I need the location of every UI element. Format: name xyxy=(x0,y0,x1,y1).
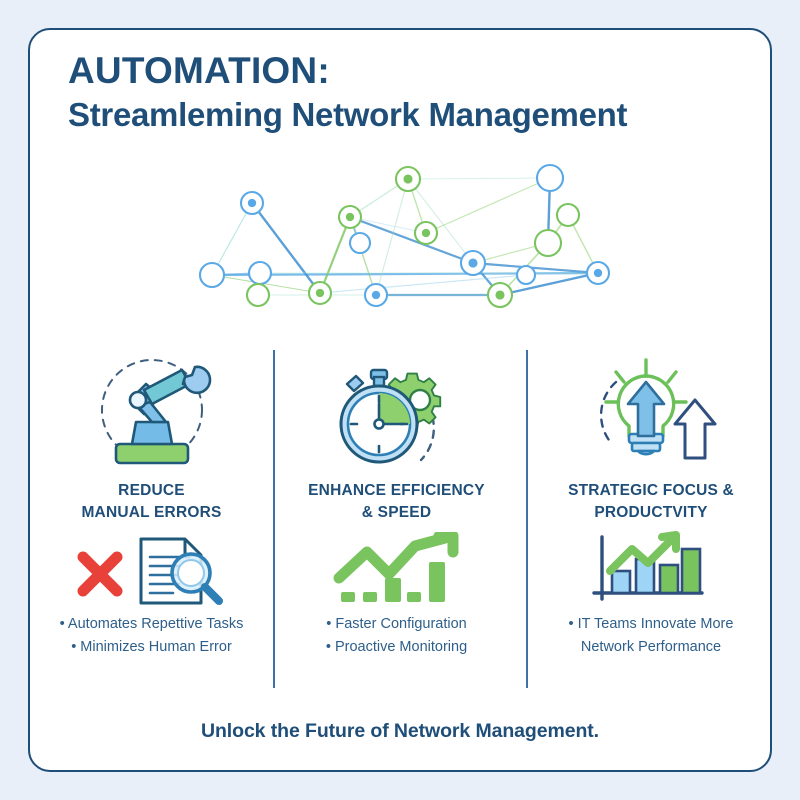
document-review-error-icon xyxy=(30,529,273,611)
network-svg xyxy=(198,163,611,309)
network-link xyxy=(348,215,475,265)
network-node xyxy=(533,228,563,258)
network-node xyxy=(198,261,226,289)
network-link xyxy=(349,216,427,234)
column-divider-left xyxy=(273,350,275,688)
growth-arrow-icon xyxy=(275,529,518,611)
network-topology-illustration xyxy=(190,155,620,320)
network-node-center xyxy=(421,228,431,238)
column-heading: REDUCE MANUAL ERRORS xyxy=(30,480,273,525)
column-reduce-manual-errors: REDUCE MANUAL ERRORS xyxy=(30,350,273,660)
column-divider-right xyxy=(526,350,528,688)
page-title-primary: AUTOMATION: xyxy=(68,50,330,91)
list-item: • Faster Configuration xyxy=(326,615,467,632)
bullet-list: • IT Teams Innovate More Network Perform… xyxy=(528,613,770,660)
column-enhance-efficiency-speed: ENHANCE EFFICIENCY & SPEED • xyxy=(275,350,518,660)
network-link xyxy=(250,201,322,295)
network-node xyxy=(555,202,581,228)
feature-columns: REDUCE MANUAL ERRORS xyxy=(30,350,770,710)
column-heading-line1: ENHANCE EFFICIENCY xyxy=(308,482,485,499)
title-block: AUTOMATION: Streamleming Network Managem… xyxy=(68,50,728,134)
network-link xyxy=(471,261,600,275)
bar-chart-growth-icon xyxy=(528,529,770,611)
column-heading-line1: REDUCE xyxy=(118,482,185,499)
column-heading-line2: PRODUCTVITY xyxy=(594,504,708,522)
network-node xyxy=(247,260,273,286)
stopwatch-gear-icon xyxy=(275,350,518,478)
list-item: Network Performance xyxy=(580,639,722,656)
network-node xyxy=(535,163,565,193)
network-node-center xyxy=(593,268,603,278)
network-node xyxy=(515,264,537,286)
network-node-center xyxy=(247,198,257,208)
column-heading: ENHANCE EFFICIENCY & SPEED xyxy=(275,480,518,525)
list-item: • Automates Repettive Tasks xyxy=(59,615,244,632)
column-strategic-focus-productivity: STRATEGIC FOCUS & PRODUCTVITY xyxy=(528,350,770,660)
network-node-center xyxy=(315,288,325,298)
column-heading-line1: STRATEGIC FOCUS & xyxy=(568,482,734,499)
column-heading-line2: MANUAL ERRORS xyxy=(81,504,222,522)
network-node-center xyxy=(468,258,478,268)
list-item: • Proactive Monitoring xyxy=(325,639,468,656)
network-node-center xyxy=(345,212,355,222)
bullet-list: • Faster Configuration • Proactive Monit… xyxy=(275,613,518,660)
lightbulb-arrow-icon xyxy=(528,350,770,478)
network-link xyxy=(407,177,551,180)
network-node xyxy=(348,231,372,255)
network-link xyxy=(425,177,551,234)
network-link xyxy=(375,178,409,296)
network-node-center xyxy=(403,174,413,184)
network-link xyxy=(318,215,352,295)
network-link xyxy=(211,202,253,276)
network-link xyxy=(498,271,600,297)
network-link xyxy=(407,178,474,264)
network-node xyxy=(245,282,271,308)
network-link xyxy=(319,274,527,294)
list-item: • IT Teams Innovate More xyxy=(568,615,734,632)
column-heading: STRATEGIC FOCUS & PRODUCTVITY xyxy=(528,480,770,525)
network-node-center xyxy=(495,290,505,300)
network-node-center xyxy=(371,290,381,300)
list-item: • Minimizes Human Error xyxy=(71,639,232,656)
footer-tagline: Unlock the Future of Network Management. xyxy=(201,720,599,742)
bullet-list: • Automates Repettive Tasks • Minimizes … xyxy=(30,613,273,660)
robotic-arm-icon xyxy=(30,350,273,478)
column-heading-line2: & SPEED xyxy=(361,504,432,522)
network-link xyxy=(211,274,321,294)
page-title-secondary: Streamleming Network Management xyxy=(68,95,628,133)
infographic-card: AUTOMATION: Streamleming Network Managem… xyxy=(28,28,772,772)
